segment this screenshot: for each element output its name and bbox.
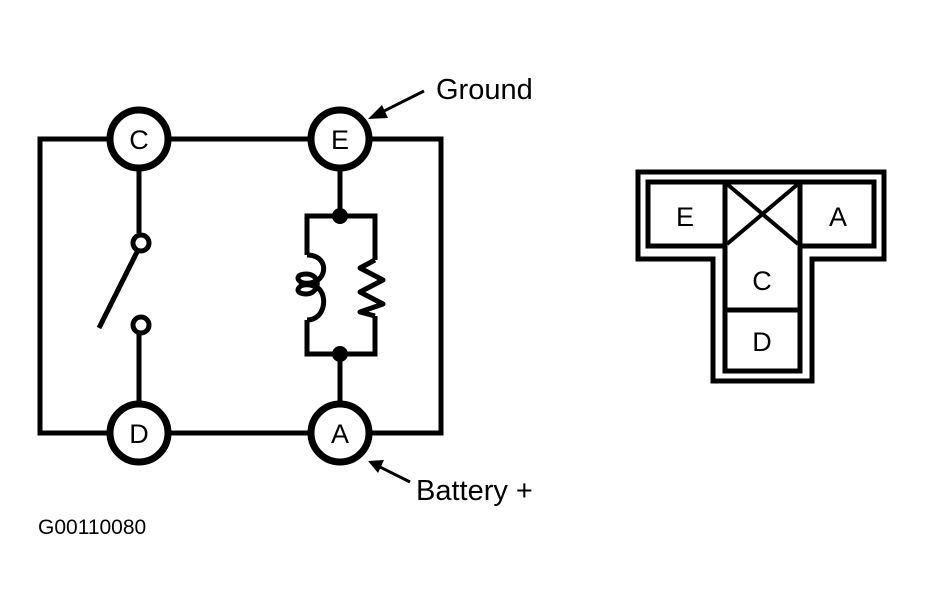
arrow-head-icon <box>368 460 384 473</box>
terminal-c: C <box>106 106 172 172</box>
terminal-d-label: D <box>129 419 149 449</box>
battery-annotation: Battery + <box>368 460 533 507</box>
terminal-d: D <box>106 400 172 466</box>
connector-outer-outline <box>635 169 887 384</box>
connector-inner-outline <box>645 179 877 374</box>
terminal-c-label: C <box>129 125 149 155</box>
coil-icon <box>295 252 327 323</box>
ground-arrow <box>377 89 425 116</box>
battery-arrow <box>377 464 411 484</box>
switch-blade <box>96 250 140 330</box>
arrow-head-icon <box>368 105 388 119</box>
figure-id: G00110080 <box>38 516 146 539</box>
terminal-e-label: E <box>331 125 349 155</box>
terminal-a: A <box>307 400 373 466</box>
cavity-c-label: C <box>752 266 772 296</box>
switch-symbol <box>96 232 152 336</box>
circuit-wires <box>37 136 444 436</box>
cavity-a-label: A <box>829 202 847 232</box>
terminal-e: E <box>307 106 373 172</box>
coil-resistor-block <box>295 208 386 362</box>
ground-annotation: Ground <box>368 74 533 119</box>
blank-cavity-x-icon <box>725 182 800 246</box>
terminal-a-label: A <box>331 419 349 449</box>
left-wire <box>37 136 110 436</box>
battery-label: Battery + <box>416 475 533 507</box>
junction-bottom <box>332 346 348 362</box>
ground-label: Ground <box>436 74 533 106</box>
junction-top <box>332 208 348 224</box>
cavity-d-label: D <box>752 327 772 357</box>
right-wire <box>369 136 444 436</box>
switch-contact-bottom <box>130 314 152 336</box>
connector-face: E A C D <box>635 169 887 384</box>
cavity-e-label: E <box>676 202 694 232</box>
resistor-icon <box>357 257 386 319</box>
switch-contact-top <box>130 232 152 254</box>
